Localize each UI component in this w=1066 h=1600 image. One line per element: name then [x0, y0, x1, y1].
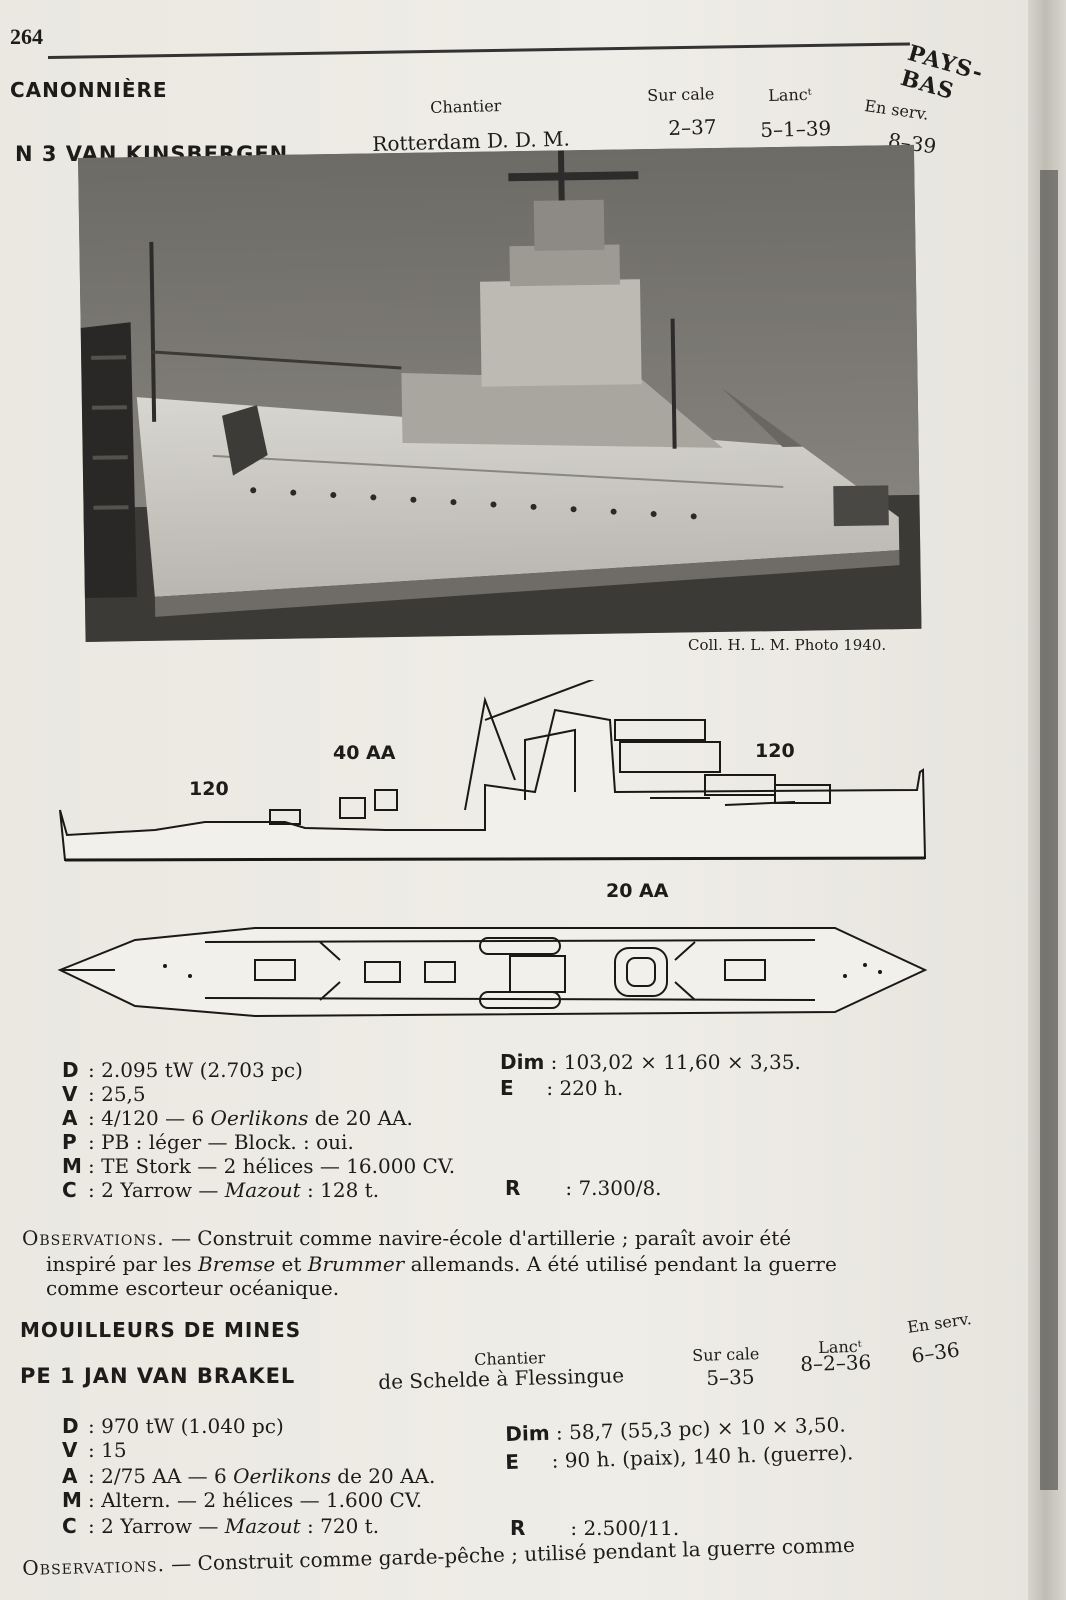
spec-e-value: 220 h.	[559, 1076, 624, 1100]
spec-machinery-2: M: Altern. — 2 hélices — 1.600 CV.	[62, 1488, 423, 1512]
spec-d-value: 2.095 tW (2.703 pc)	[101, 1058, 303, 1082]
label-120-right: 120	[755, 740, 795, 762]
photo-caption: Coll. H. L. M. Photo 1940.	[688, 636, 887, 654]
spec2-d-value: 970 tW (1.040 pc)	[101, 1414, 284, 1438]
date-launch-gunboat: 5–1–39	[760, 116, 832, 142]
label-120-left: 120	[189, 778, 229, 800]
obs-l2c: et	[275, 1252, 308, 1276]
spec2-a-pre: 2/75 AA — 6	[101, 1464, 234, 1488]
spec-dim-value: 103,02 × 11,60 × 3,35.	[563, 1050, 801, 1074]
obs-gunboat-line1: Observations. — Construit comme navire-é…	[22, 1226, 791, 1250]
label-40aa: 40 AA	[333, 742, 396, 764]
obs-lead: Observations.	[22, 1226, 165, 1250]
spec2-c-em: Mazout	[224, 1514, 301, 1538]
obs-l2a: inspiré par les	[46, 1252, 198, 1276]
spec2-r-value: 2.500/11.	[583, 1516, 680, 1540]
obs-l2e: allemands. A été utilisé pendant la guer…	[404, 1252, 837, 1276]
spec2-a-post: de 20 AA.	[330, 1464, 436, 1488]
spec-dimensions: Dim : 103,02 × 11,60 × 3,35.	[500, 1050, 801, 1074]
spec-displacement: D: 2.095 tW (2.703 pc)	[62, 1058, 303, 1082]
col-cale-label-2: Sur cale	[692, 1344, 760, 1365]
spec-speed-2: V: 15	[62, 1438, 127, 1462]
spec-v-value: 25,5	[101, 1082, 146, 1106]
spec2-dim-value: 58,7 (55,3 pc) × 10 × 3,50.	[568, 1412, 846, 1445]
obs-gunboat-line2: inspiré par les Bremse et Brummer allema…	[46, 1252, 837, 1276]
spec2-c-post: : 720 t.	[300, 1514, 380, 1538]
spec-r-value: 7.300/8.	[578, 1176, 662, 1200]
col-serv-label-2: En serv.	[906, 1309, 973, 1337]
date-cale-minelayer: 5–35	[706, 1364, 755, 1390]
spec-armament: A: 4/120 — 6 Oerlikons de 20 AA.	[62, 1106, 413, 1130]
col-chantier-label: Chantier	[430, 96, 502, 117]
spec2-e-value: 90 h. (paix), 140 h. (guerre).	[564, 1440, 854, 1473]
page-number: 264	[10, 24, 43, 49]
spec-range: R : 7.300/8.	[505, 1176, 662, 1200]
obs-gunboat-line3: comme escorteur océanique.	[46, 1276, 340, 1300]
label-20aa: 20 AA	[606, 880, 669, 902]
col-lanc-label: Lancᵗ	[768, 84, 812, 105]
header-rule	[48, 42, 910, 59]
ship-line-drawing: 40 AA 120 120 20 AA	[55, 674, 955, 1060]
section-title-minelayer: MOUILLEURS DE MINES	[20, 1318, 302, 1342]
spec-p-value: PB : léger — Block. : oui.	[101, 1130, 354, 1154]
date-launch-minelayer: 8–2–36	[800, 1350, 872, 1376]
date-cale-gunboat: 2–37	[668, 114, 717, 140]
spec-protection: P: PB : léger — Block. : oui.	[62, 1130, 354, 1154]
spec2-c-pre: 2 Yarrow —	[101, 1514, 225, 1538]
ship-name-minelayer: PE 1 JAN VAN BRAKEL	[20, 1364, 296, 1388]
spec-a-em: Oerlikons	[210, 1106, 309, 1130]
spec2-m-value: Altern. — 2 hélices — 1.600 CV.	[101, 1488, 423, 1512]
spec-crew-2: E : 90 h. (paix), 140 h. (guerre).	[505, 1440, 854, 1474]
spec-m-value: TE Stork — 2 hélices — 16.000 CV.	[101, 1154, 456, 1178]
obs-l1: — Construit comme navire-école d'artille…	[170, 1226, 792, 1250]
obs2-lead: Observations.	[22, 1552, 166, 1580]
col-cale-label: Sur cale	[647, 84, 715, 105]
page-edge	[1028, 0, 1066, 1600]
shipyard-minelayer: de Schelde à Flessingue	[378, 1363, 625, 1394]
obs-l2b: Bremse	[198, 1252, 276, 1276]
spec-speed: V: 25,5	[62, 1082, 146, 1106]
spec-a-pre: 4/120 — 6	[101, 1106, 211, 1130]
spec2-v-value: 15	[101, 1438, 127, 1462]
book-page: 264 PAYS-BAS CANONNIÈRE Chantier Sur cal…	[0, 0, 1040, 1600]
spec-range-2: R : 2.500/11.	[510, 1516, 680, 1540]
page-header: 264	[10, 18, 1010, 59]
section-title-gunboat: CANONNIÈRE	[10, 78, 168, 102]
spec-machinery: M: TE Stork — 2 hélices — 16.000 CV.	[62, 1154, 456, 1178]
spec-boilers-2: C: 2 Yarrow — Mazout : 720 t.	[62, 1514, 380, 1538]
ship-photograph	[78, 144, 922, 642]
spec-a-post: de 20 AA.	[308, 1106, 413, 1130]
spec-boilers: C: 2 Yarrow — Mazout : 128 t.	[62, 1178, 380, 1202]
date-service-minelayer: 6–36	[910, 1337, 962, 1368]
spec-c-em: Mazout	[224, 1178, 301, 1202]
spec-displacement-2: D: 970 tW (1.040 pc)	[62, 1414, 284, 1438]
spec2-a-em: Oerlikons	[233, 1464, 331, 1488]
spec-c-pre: 2 Yarrow —	[101, 1178, 225, 1202]
spec-crew: E : 220 h.	[500, 1076, 624, 1100]
spec-c-post: : 128 t.	[300, 1178, 380, 1202]
obs-l2d: Brummer	[307, 1252, 405, 1276]
col-serv-label: En serv.	[863, 96, 930, 124]
next-page-strip	[1040, 170, 1058, 1490]
obs-minelayer-line1: Observations. — Construit comme garde-pê…	[22, 1533, 855, 1580]
spec-armament-2: A: 2/75 AA — 6 Oerlikons de 20 AA.	[62, 1464, 436, 1488]
